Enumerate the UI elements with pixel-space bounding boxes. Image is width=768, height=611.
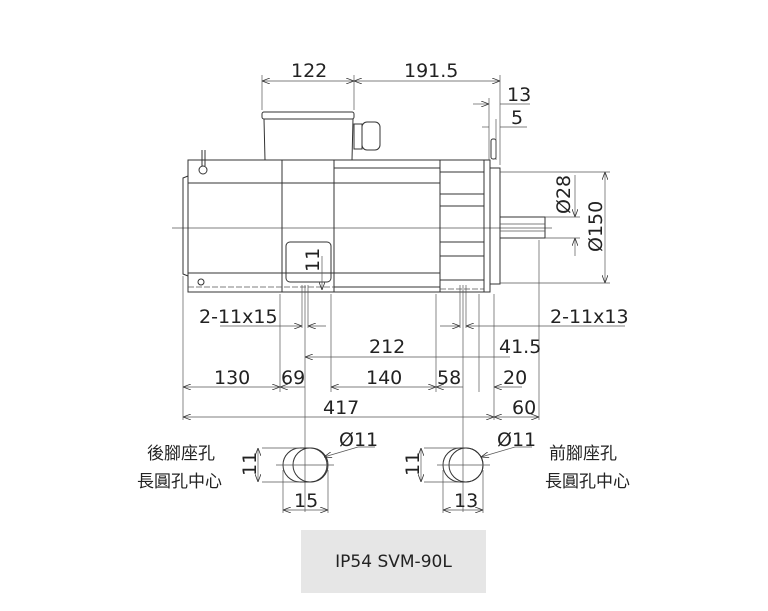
dim-122: 122 bbox=[291, 60, 327, 82]
dim-212: 212 bbox=[369, 336, 405, 358]
foot-slot-height-label: 11 bbox=[302, 248, 324, 272]
rear-slot-width: 15 bbox=[294, 490, 318, 512]
dim-41-5: 41.5 bbox=[499, 336, 541, 358]
dim-13-flange: 13 bbox=[507, 84, 531, 106]
shaft bbox=[499, 216, 546, 239]
top-dimensions bbox=[261, 75, 530, 165]
diameter-dimensions bbox=[500, 171, 610, 284]
lower-dimensions bbox=[182, 240, 625, 512]
front-slot-height: 11 bbox=[402, 452, 424, 476]
front-slot-label-2: 長圓孔中心 bbox=[545, 472, 630, 492]
dim-58: 58 bbox=[437, 367, 461, 389]
dim-191-5: 191.5 bbox=[404, 60, 458, 82]
dim-front-foot-holes: 2-11x13 bbox=[550, 306, 629, 328]
front-slot-detail bbox=[421, 446, 532, 513]
front-slot-width: 13 bbox=[454, 490, 478, 512]
rear-slot-label-1: 後腳座孔 bbox=[147, 444, 215, 464]
eye-bolt-front bbox=[490, 138, 497, 160]
dim-shaft-diameter: Ø28 bbox=[553, 175, 575, 214]
dim-69: 69 bbox=[281, 367, 305, 389]
model-caption: IP54 SVM-90L bbox=[301, 530, 486, 593]
dim-20: 20 bbox=[503, 367, 527, 389]
rear-slot-diameter: Ø11 bbox=[339, 429, 378, 451]
front-slot-diameter: Ø11 bbox=[497, 429, 536, 451]
front-slot-label-1: 前腳座孔 bbox=[549, 444, 617, 464]
rear-slot-label-2: 長圓孔中心 bbox=[137, 472, 222, 492]
dim-rear-foot-holes: 2-11x15 bbox=[199, 306, 278, 328]
dim-spigot-diameter: Ø150 bbox=[585, 201, 607, 252]
eye-bolt-rear bbox=[197, 150, 208, 286]
dim-5: 5 bbox=[511, 107, 523, 129]
model-title: IP54 SVM-90L bbox=[335, 551, 452, 572]
terminal-box bbox=[261, 111, 381, 161]
motor-body bbox=[182, 159, 485, 293]
rear-slot-height: 11 bbox=[239, 452, 261, 476]
dim-130: 130 bbox=[214, 367, 250, 389]
rear-slot-detail bbox=[258, 446, 375, 513]
flange bbox=[483, 159, 501, 293]
dim-417: 417 bbox=[323, 397, 359, 419]
dim-140: 140 bbox=[366, 367, 402, 389]
dim-60: 60 bbox=[512, 397, 536, 419]
